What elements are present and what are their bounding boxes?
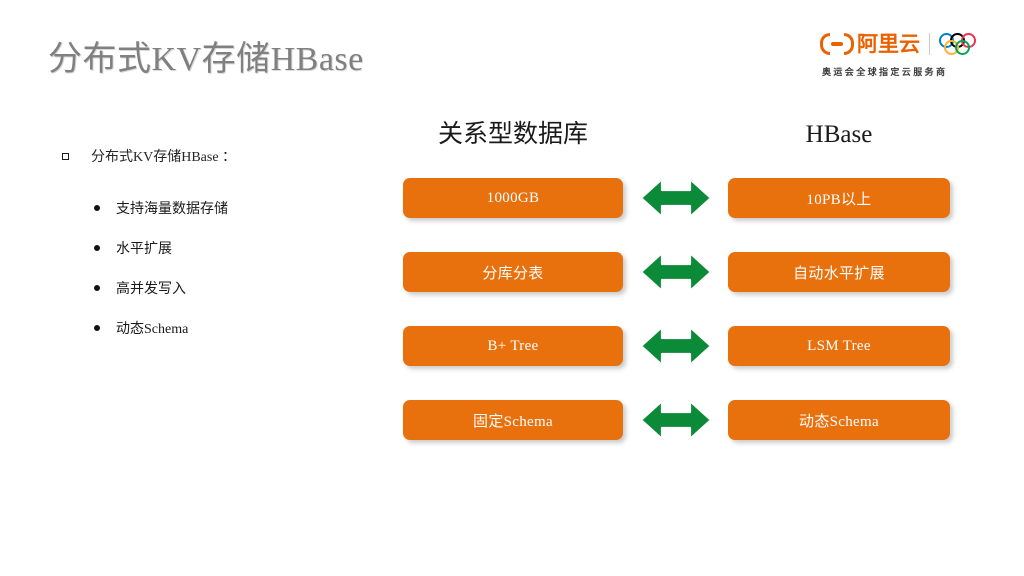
column-header-relational: 关系型数据库 xyxy=(437,121,588,148)
double-headed-arrow-icon xyxy=(638,323,714,369)
list-item-label: 支持海量数据存储 xyxy=(116,202,228,217)
bullet-list: 分布式KV存储HBase ： 支持海量数据存储 水平扩展 高并发写入 动态Sch… xyxy=(62,146,362,348)
comparison-row: B+ Tree LSM Tree xyxy=(388,323,984,369)
filled-circle-bullet-icon xyxy=(94,205,100,211)
list-item-label: 高并发写入 xyxy=(116,282,186,297)
brand-divider xyxy=(929,33,930,55)
pill-hbase: 10PB以上 xyxy=(728,178,950,218)
double-headed-arrow-icon xyxy=(638,249,714,295)
page-title: 分布式KV存储HBase xyxy=(48,41,364,78)
pill-relational: 分库分表 xyxy=(403,252,623,292)
comparison-diagram: 关系型数据库 HBase 1000GB 10PB以上 分库分表 自动水平扩展 B… xyxy=(388,118,984,448)
column-header-hbase: HBase xyxy=(805,121,873,148)
bullet-lead-label: 分布式KV存储HBase ： xyxy=(91,150,237,165)
pill-hbase: LSM Tree xyxy=(728,326,950,366)
pill-hbase: 自动水平扩展 xyxy=(728,252,950,292)
list-item-label: 水平扩展 xyxy=(116,242,172,257)
bullet-lead-item: 分布式KV存储HBase ： xyxy=(62,146,362,166)
comparison-row: 分库分表 自动水平扩展 xyxy=(388,249,984,295)
list-item: 支持海量数据存储 xyxy=(94,188,362,228)
list-item: 动态Schema xyxy=(94,308,362,348)
pill-relational: B+ Tree xyxy=(403,326,623,366)
brand-row: 阿里云 xyxy=(820,28,1006,60)
filled-circle-bullet-icon xyxy=(94,245,100,251)
comparison-row: 固定Schema 动态Schema xyxy=(388,397,984,443)
pill-hbase: 动态Schema xyxy=(728,400,950,440)
brand-name-label: 阿里云 xyxy=(857,32,920,56)
olympic-rings-icon xyxy=(939,31,991,57)
list-item: 高并发写入 xyxy=(94,268,362,308)
brand-tagline: 奥运会全球指定云服务商 xyxy=(822,68,948,78)
pill-relational: 固定Schema xyxy=(403,400,623,440)
filled-circle-bullet-icon xyxy=(94,325,100,331)
list-item-label: 动态Schema xyxy=(116,322,189,337)
filled-circle-bullet-icon xyxy=(94,285,100,291)
double-headed-arrow-icon xyxy=(638,175,714,221)
hollow-square-bullet-icon xyxy=(62,153,69,160)
brand-logo-block: 阿里云 奥运会全球指定云服务商 xyxy=(820,28,1006,84)
list-item: 水平扩展 xyxy=(94,228,362,268)
comparison-row: 1000GB 10PB以上 xyxy=(388,175,984,221)
pill-relational: 1000GB xyxy=(403,178,623,218)
double-headed-arrow-icon xyxy=(638,397,714,443)
alibaba-cloud-logo-icon xyxy=(820,33,854,55)
